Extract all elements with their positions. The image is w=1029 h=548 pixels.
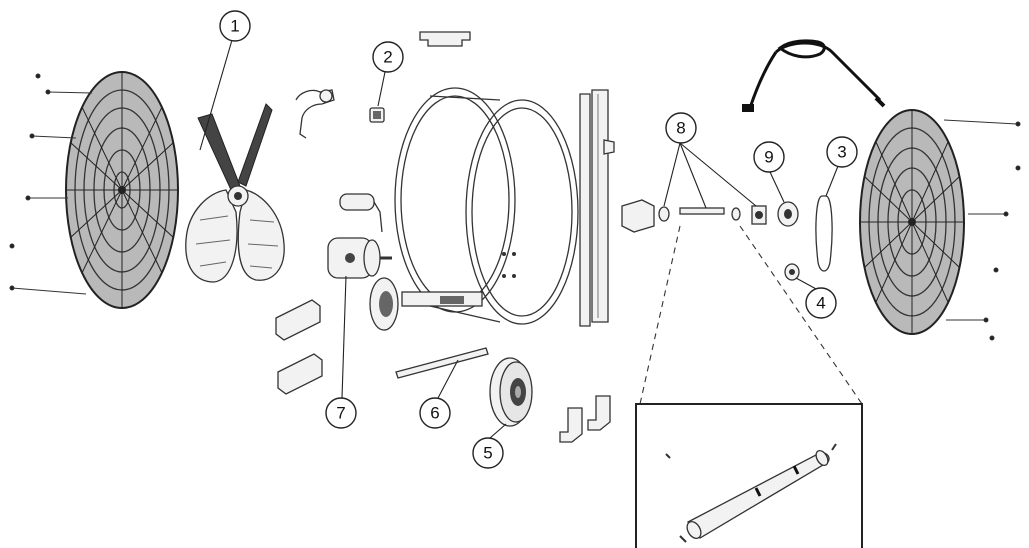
rear-grille	[859, 109, 965, 335]
power-cord	[742, 39, 886, 112]
motor-brackets	[275, 299, 323, 395]
callout-9-label: 9	[764, 148, 773, 167]
callout-5-label: 5	[483, 444, 492, 463]
wheel	[489, 357, 533, 427]
stand-frame	[579, 89, 615, 327]
capacitor	[339, 193, 383, 233]
callout-3: 3	[826, 136, 858, 168]
callout-8-label: 8	[676, 119, 685, 138]
callout-7-label: 7	[336, 404, 345, 423]
foot-brackets	[559, 395, 611, 443]
callout-2: 2	[372, 41, 404, 73]
callout-8: 8	[665, 112, 697, 144]
drum-housing	[394, 87, 579, 325]
detail-zoom-lines	[639, 225, 863, 405]
cord-clip	[295, 89, 335, 139]
grille-screws-right	[943, 119, 1021, 341]
front-grille	[65, 71, 179, 309]
grille-screws-left	[9, 73, 93, 295]
callout-5: 5	[472, 437, 504, 469]
callout-4: 4	[805, 287, 837, 319]
callout-9: 9	[753, 141, 785, 173]
callout-4-label: 4	[816, 294, 825, 313]
callout-2-label: 2	[383, 48, 392, 67]
callout-7: 7	[325, 397, 357, 429]
belt-loop	[815, 195, 833, 272]
axle-frame	[369, 277, 483, 331]
detail-inset	[635, 403, 863, 548]
motor	[327, 237, 392, 279]
axle-rod	[395, 347, 489, 379]
leader-lines	[199, 39, 839, 439]
callout-6-label: 6	[430, 404, 439, 423]
callout-6: 6	[419, 397, 451, 429]
fan-blade-assembly	[185, 103, 285, 283]
callout-1: 1	[219, 10, 251, 42]
handle-bracket	[419, 31, 471, 47]
switch	[369, 107, 385, 123]
callout-1-label: 1	[230, 17, 239, 36]
callout-3-label: 3	[837, 143, 846, 162]
hub-components	[621, 199, 800, 281]
